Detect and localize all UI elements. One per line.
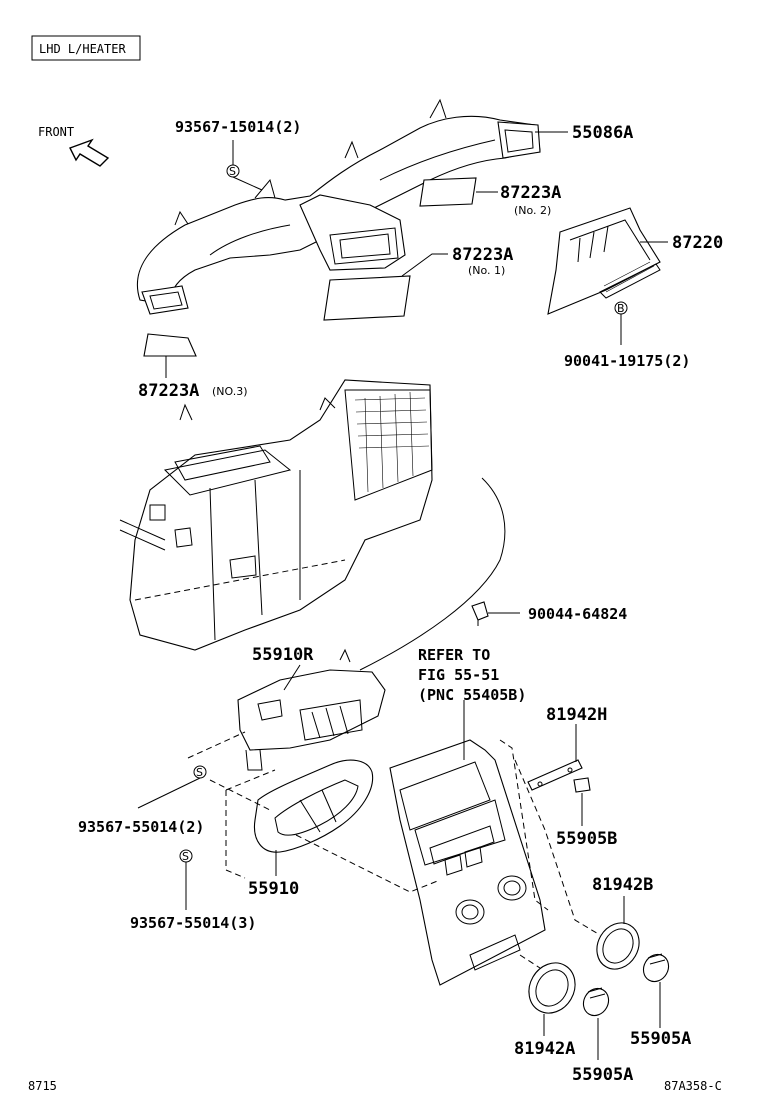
callout-87223a-no3: 87223A xyxy=(138,381,199,401)
footer-left-code: 8715 xyxy=(28,1079,57,1093)
callout-87223a-no3-sub: (NO.3) xyxy=(212,385,248,398)
cover-87220 xyxy=(547,207,661,315)
header-box: LHD L/HEATER xyxy=(31,35,141,61)
marker-s-top: S xyxy=(229,165,236,178)
callout-90044-64824: 90044-64824 xyxy=(528,605,627,623)
pad-87223a-no3 xyxy=(143,333,197,357)
callout-93567-55014-2: 93567-55014(2) xyxy=(78,818,204,836)
header-label: LHD L/HEATER xyxy=(39,42,126,56)
console-panel xyxy=(389,739,546,986)
callout-81942b: 81942B xyxy=(592,875,653,895)
callout-93567-15014: 93567-15014(2) xyxy=(175,118,301,136)
ring-81942a xyxy=(528,962,576,1014)
clip-90044-64824 xyxy=(471,601,489,626)
callout-55910r: 55910R xyxy=(252,645,314,665)
duct-55086a xyxy=(136,98,541,315)
callout-87223a-no1: 87223A xyxy=(452,245,513,265)
refer-line-2: FIG 55-51 xyxy=(418,666,499,684)
callout-55905a-bottom: 55905A xyxy=(572,1065,633,1085)
callout-81942a: 81942A xyxy=(514,1039,575,1059)
front-indicator: FRONT xyxy=(38,125,110,167)
callout-55086a: 55086A xyxy=(572,123,633,143)
bezel-55910 xyxy=(253,759,374,853)
marker-s-lower: S xyxy=(182,850,189,863)
callout-labels: 55086A 93567-15014(2) 87223A (No. 2) 872… xyxy=(78,118,723,1085)
callout-55905b: 55905B xyxy=(556,829,617,849)
front-arrow-icon xyxy=(69,138,110,167)
ring-81942b xyxy=(596,922,640,970)
refer-line-1: REFER TO xyxy=(418,646,490,664)
control-55910r xyxy=(237,648,386,771)
pad-87223a-no1 xyxy=(323,275,411,321)
callout-90041-19175: 90041-19175(2) xyxy=(564,352,690,370)
front-label: FRONT xyxy=(38,125,74,139)
leader-lines xyxy=(137,131,668,1060)
callout-87223a-no1-sub: (No. 1) xyxy=(468,264,505,277)
callout-87220: 87220 xyxy=(672,233,723,253)
callout-55905a-right: 55905A xyxy=(630,1029,691,1049)
heater-unit xyxy=(119,379,433,651)
bracket-81942h xyxy=(527,759,583,791)
dashed-guides xyxy=(187,731,601,969)
refer-line-3: (PNC 55405B) xyxy=(418,686,526,704)
marker-b: B xyxy=(617,302,625,315)
knob-55905a-right xyxy=(642,953,670,983)
callout-81942h: 81942H xyxy=(546,705,607,725)
marker-s-left: S xyxy=(196,766,203,779)
callout-93567-55014-3: 93567-55014(3) xyxy=(130,914,256,932)
screw-marker-top: S xyxy=(226,164,240,178)
knob-55905b xyxy=(573,777,591,793)
knob-55905a-bottom xyxy=(582,987,610,1017)
control-cable xyxy=(359,477,506,671)
bolt-marker: B xyxy=(614,301,628,315)
footer-right-code: 87A358-C xyxy=(664,1079,722,1093)
callout-87223a-no2-sub: (No. 2) xyxy=(514,204,551,217)
screw-marker-left: S xyxy=(193,765,207,779)
callout-87223a-no2: 87223A xyxy=(500,183,561,203)
screw-marker-lower: S xyxy=(179,849,193,863)
refer-note: REFER TO FIG 55-51 (PNC 55405B) xyxy=(418,646,526,704)
pad-87223a-no2 xyxy=(419,177,477,207)
callout-55910: 55910 xyxy=(248,879,299,899)
